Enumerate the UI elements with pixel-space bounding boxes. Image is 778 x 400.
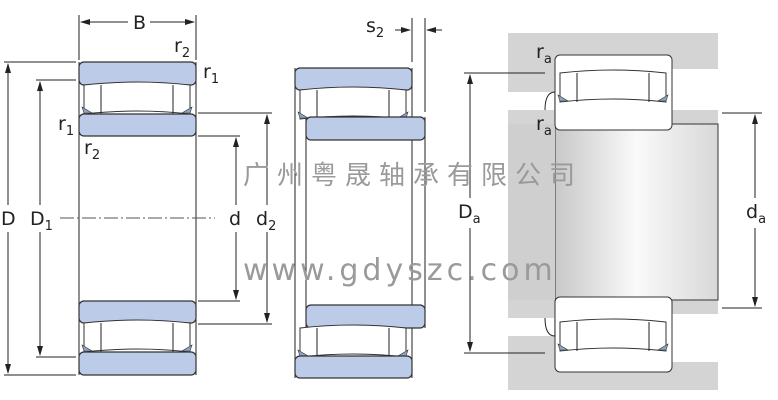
- r1-label-bottom: r1: [58, 113, 74, 139]
- mounting-section: [508, 33, 719, 390]
- r1-label-top: r1: [203, 61, 219, 87]
- mid-inner-ring-bottom: [305, 304, 426, 329]
- dim-Da-label: Da: [458, 201, 481, 227]
- dim-d2-label: d2: [256, 208, 276, 234]
- dim-D1-label: D1: [30, 208, 53, 234]
- ra-label-top: ra: [536, 41, 552, 67]
- inner-ring-top: [78, 113, 197, 137]
- mid-inner-ring-top: [305, 116, 426, 141]
- dim-d-label: d: [229, 208, 241, 230]
- outer-ring-bottom: [78, 351, 197, 376]
- ra-label-bottom: ra: [536, 113, 552, 139]
- r2-label-bottom: r2: [84, 137, 100, 163]
- dim-B-label: B: [133, 12, 146, 34]
- r2-label-top: r2: [174, 35, 190, 61]
- mid-outer-ring-bottom: [294, 355, 413, 379]
- watermark-company: 广州粤晟轴承有限公司: [243, 161, 583, 191]
- dim-da-label: da: [746, 201, 766, 227]
- middle-bearing-section: [294, 67, 426, 379]
- dim-s2-label: s2: [366, 15, 384, 41]
- left-bearing-section: [60, 61, 215, 376]
- watermark-url: www.gdyszc.com: [243, 253, 557, 288]
- dim-D-label: D: [1, 208, 16, 230]
